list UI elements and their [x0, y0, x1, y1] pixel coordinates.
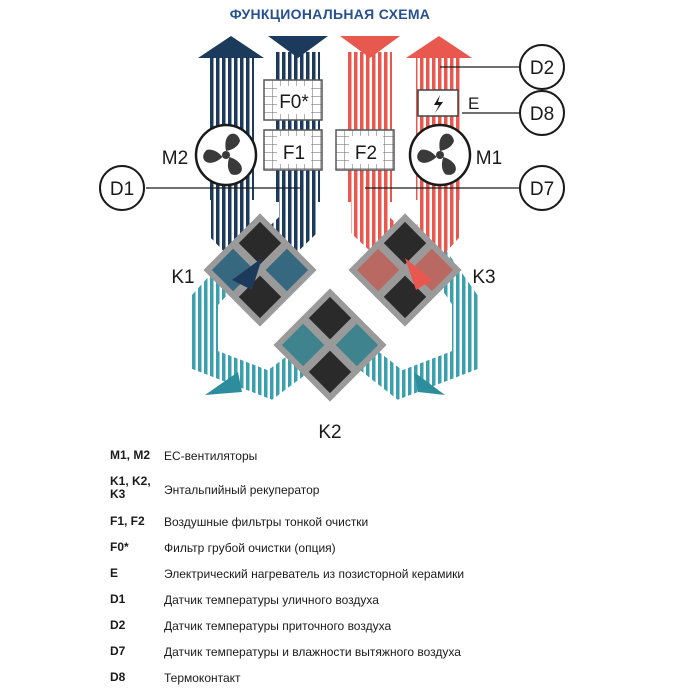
- filter-f0-label: F0*: [279, 92, 309, 113]
- sensor-d7-label: D7: [530, 179, 554, 200]
- legend-key: F1, F2: [110, 514, 145, 528]
- supply-arrow-core: [405, 258, 432, 290]
- legend-key: E: [110, 566, 119, 580]
- legend-key: D2: [110, 618, 126, 632]
- outdoor-arrow-left: [205, 372, 242, 395]
- exhaust-arrow-left: [198, 36, 264, 58]
- filter-f1-label: F1: [283, 143, 305, 164]
- sensor-d2-label: D2: [530, 58, 554, 79]
- heat-exchanger-k3: [348, 213, 462, 327]
- supply-arrow-right: [406, 36, 472, 58]
- fan-m2-label: M2: [162, 148, 188, 169]
- legend-key: M1, M2: [110, 448, 151, 462]
- legend-key: D7: [110, 644, 126, 658]
- heat-exchanger-k2: [273, 288, 387, 402]
- legend-key: D1: [110, 592, 126, 606]
- legend-desc: Электрический нагреватель из позисторной…: [164, 567, 465, 581]
- lightning-icon: [434, 95, 443, 113]
- sensor-d7: D7: [519, 165, 565, 211]
- k2-label: K2: [318, 422, 341, 443]
- exhaust-arrow-core: [232, 258, 262, 290]
- sensor-d2: D2: [519, 44, 565, 90]
- outdoor-arrow-right: [414, 372, 445, 395]
- fan-icon: [417, 133, 456, 175]
- supply-arrow-left: [340, 36, 400, 58]
- sensor-d8-label: D8: [530, 104, 554, 125]
- heater-e-label: E: [468, 94, 479, 113]
- legend-desc: Воздушные фильтры тонкой очистки: [164, 515, 369, 529]
- filter-f1: F1: [263, 129, 323, 171]
- legend-desc: Датчик температуры приточного воздуха: [164, 619, 392, 633]
- fan-m1: M1: [408, 123, 502, 187]
- fan-m1-label: M1: [476, 148, 502, 169]
- legend-desc: Энтальпийный рекуператор: [164, 483, 320, 497]
- legend-desc: ЕС-вентиляторы: [164, 449, 258, 463]
- fan-icon: [203, 133, 242, 175]
- filter-f2: F2: [335, 129, 395, 171]
- exhaust-arrow-right: [268, 36, 328, 58]
- heat-exchanger-k1: [203, 213, 317, 327]
- legend-key: K1, K2, K3: [110, 474, 151, 501]
- k1-label: K1: [171, 267, 194, 288]
- legend-key: F0*: [110, 540, 129, 554]
- outdoor-air-loop-right: [321, 242, 478, 400]
- filter-f0: F0*: [263, 79, 323, 121]
- legend-key: D8: [110, 670, 126, 684]
- heater-e: E: [417, 89, 479, 117]
- fan-m2: M2: [162, 123, 258, 187]
- legend-desc: Датчик температуры и влажности вытяжного…: [164, 645, 461, 659]
- legend-desc: Датчик температуры уличного воздуха: [164, 593, 379, 607]
- k3-label: K3: [472, 267, 495, 288]
- functional-diagram: F0* F1 F2 E M2 M1: [99, 36, 565, 443]
- diagram-title: ФУНКЦИОНАЛЬНАЯ СХЕМА: [229, 6, 431, 22]
- sensor-d1: D1: [99, 165, 145, 211]
- legend-desc: Фильтр грубой очистки (опция): [164, 541, 336, 555]
- sensor-d1-label: D1: [110, 179, 134, 200]
- legend-desc: Термоконтакт: [164, 671, 241, 685]
- sensor-d8: D8: [519, 90, 565, 136]
- filter-f2-label: F2: [355, 143, 377, 164]
- sensor-leaders: [146, 66, 522, 189]
